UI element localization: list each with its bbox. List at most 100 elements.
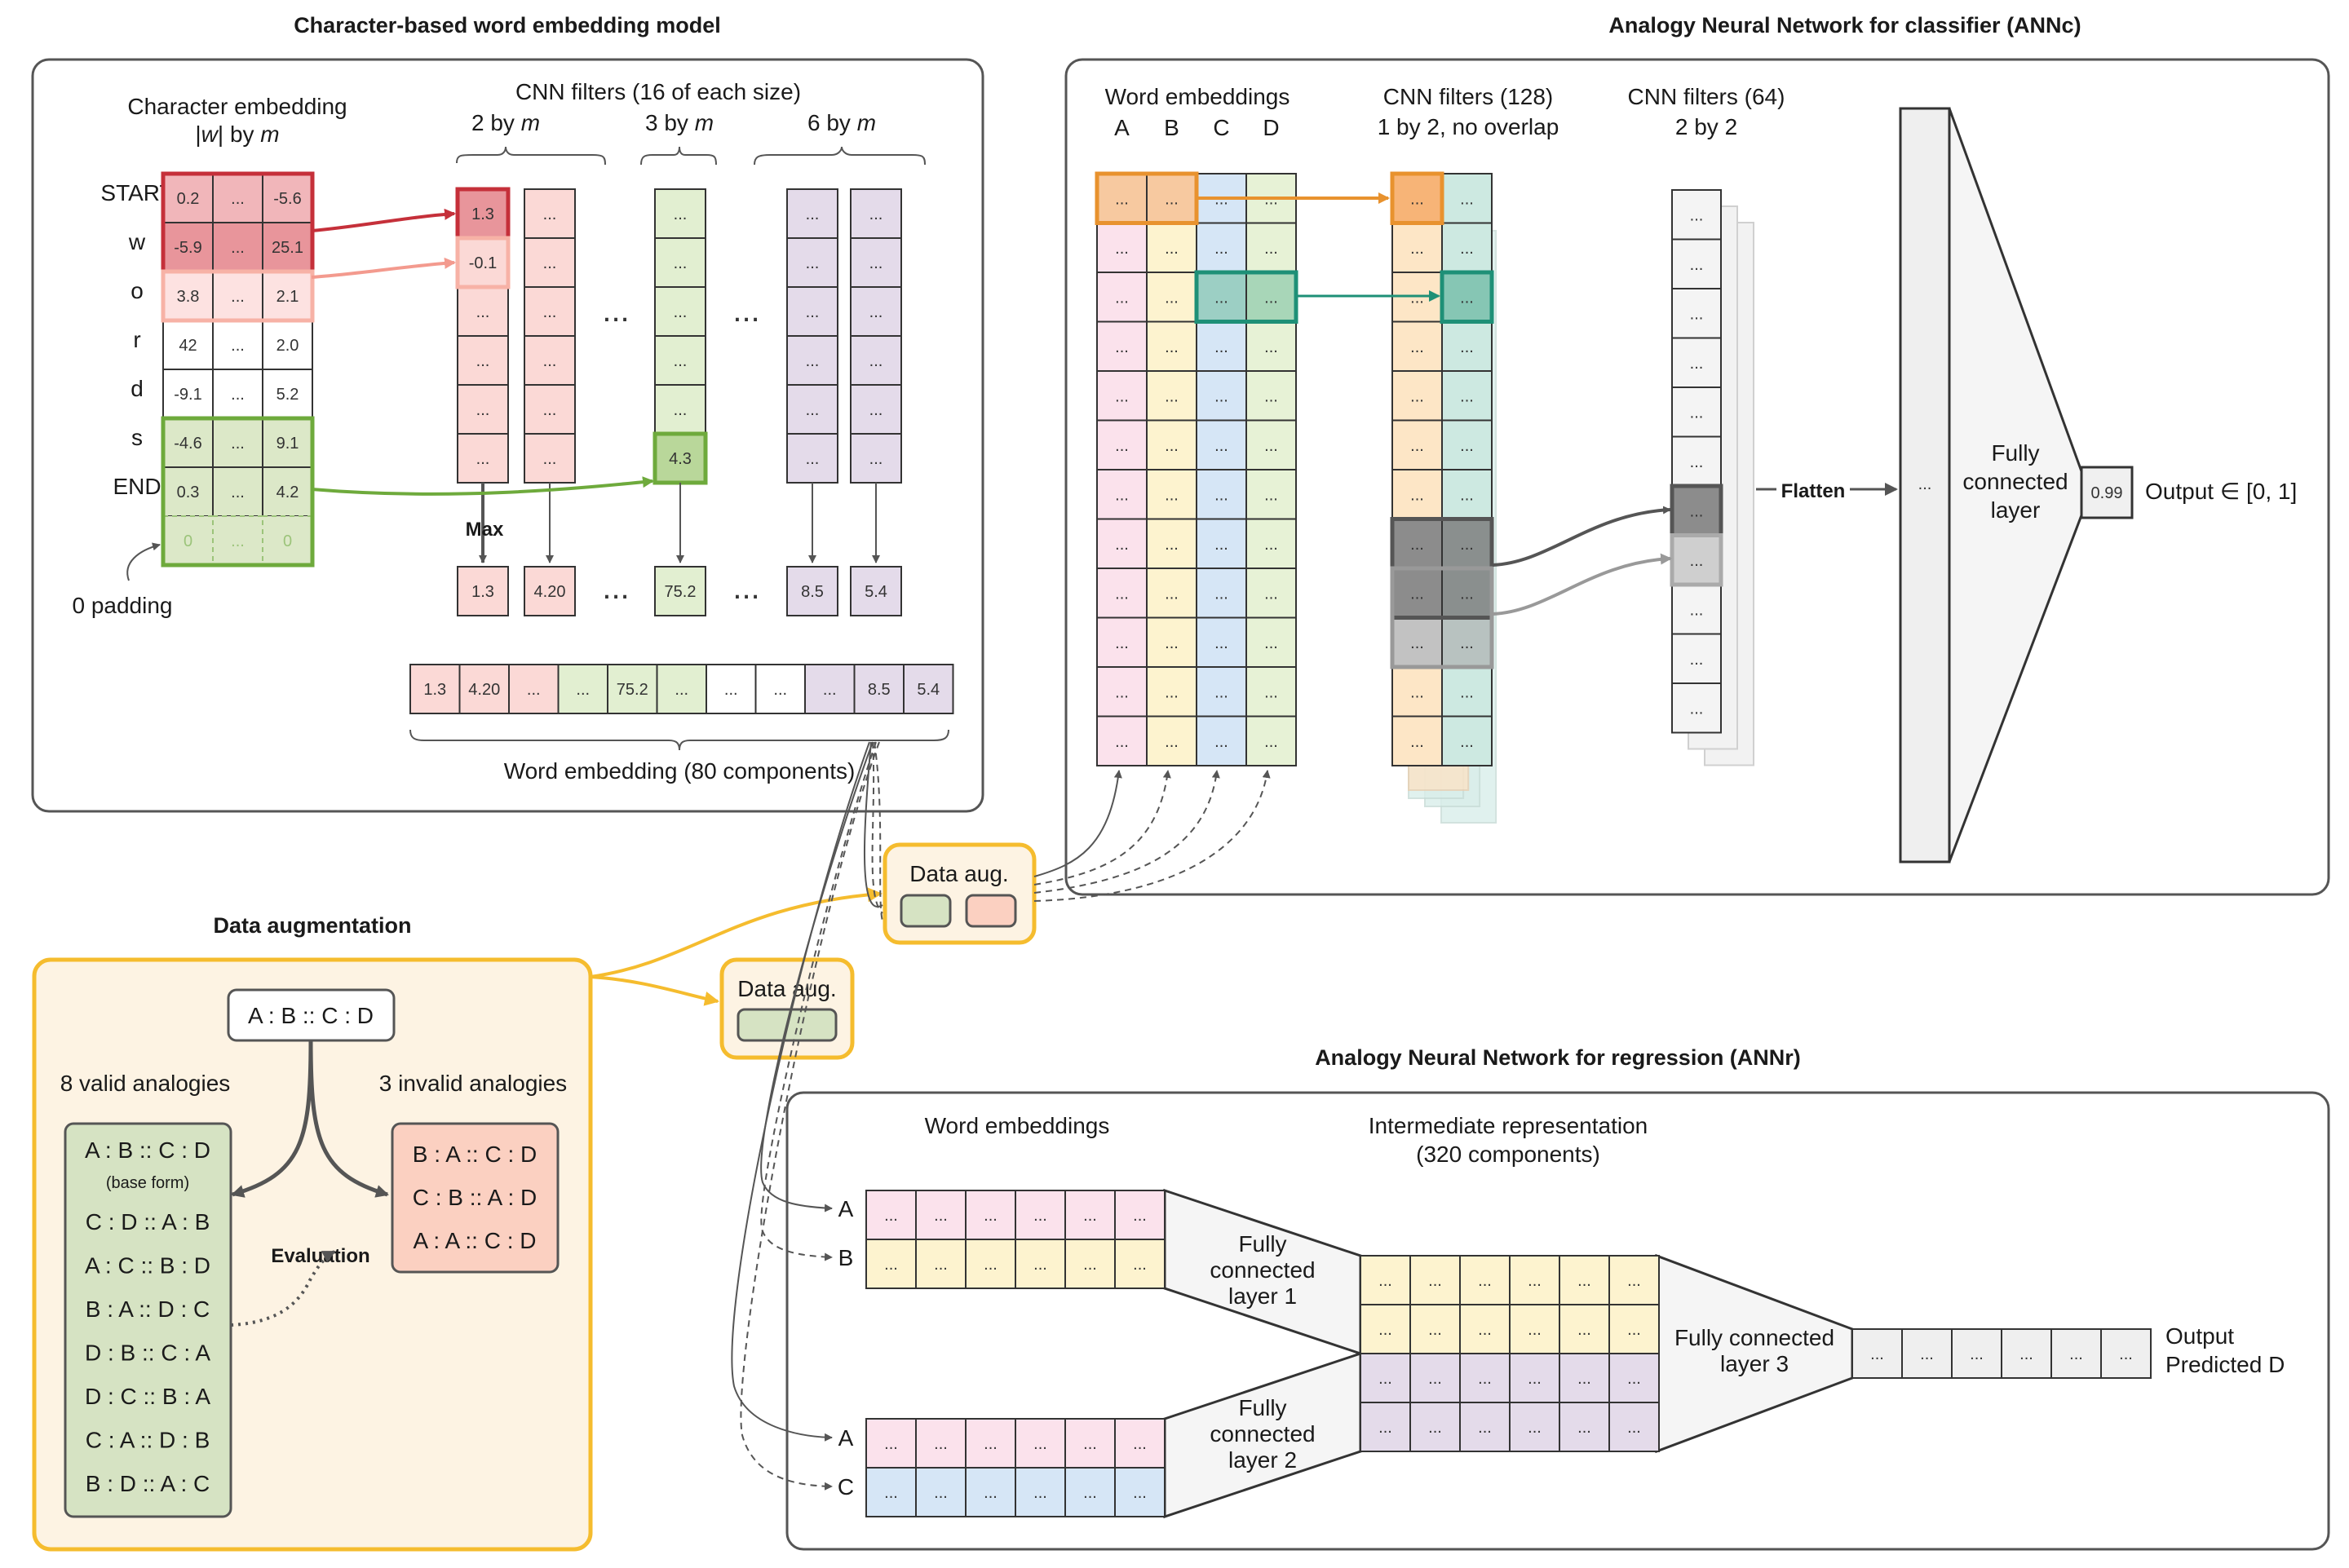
invalid-analogy: B : A :: C : D xyxy=(413,1142,537,1167)
annr-cell xyxy=(1608,1402,1660,1452)
flatten-vector xyxy=(1899,107,1951,864)
annr-cell-text: ... xyxy=(2019,1345,2033,1363)
data-aug-chip-green xyxy=(900,894,952,928)
filter-size-6: 6 by m xyxy=(807,110,876,135)
annc-cell-text: ... xyxy=(1165,190,1179,208)
filter-cell-text: 4.3 xyxy=(669,450,692,468)
filter-cell-text: ... xyxy=(543,205,557,223)
gold-arrow-to-annc xyxy=(590,887,883,978)
arrow-light-gray xyxy=(1492,553,1672,616)
annc-cell xyxy=(1245,419,1297,470)
annc-cnn1-cell-text: ... xyxy=(1410,683,1424,701)
annc-cell-text: ... xyxy=(1264,240,1278,258)
annr-cell-text: ... xyxy=(884,1256,898,1274)
pooled-cell xyxy=(654,566,706,616)
annr-cell-text: ... xyxy=(1033,1207,1047,1225)
annc-cnn1-cell-text: ... xyxy=(1460,437,1474,455)
filter-cell xyxy=(786,188,838,239)
annc-cell-text: ... xyxy=(1214,733,1228,751)
annr-cell xyxy=(2100,1328,2152,1379)
annr-cell xyxy=(915,1239,967,1289)
annr-row-label-a1: A xyxy=(838,1196,854,1221)
annr-cell-text: ... xyxy=(1528,1419,1542,1437)
annc-highlight-teal xyxy=(1194,270,1298,324)
annc-cnn2-cell xyxy=(1671,435,1722,487)
annr-cell-text: ... xyxy=(1478,1370,1492,1388)
annr-cell-text: ... xyxy=(1478,1321,1492,1339)
char-model-title: Character-based word embedding model xyxy=(294,13,721,38)
char-cell-text: 2.1 xyxy=(276,288,299,306)
row-label: d xyxy=(130,376,144,401)
annr-title: Analogy Neural Network for regression (A… xyxy=(1315,1045,1801,1070)
annc-cell-text: ... xyxy=(1264,683,1278,701)
char-cell-text: 0.3 xyxy=(177,484,200,501)
annc-cell-text: ... xyxy=(1264,486,1278,504)
annr-cell-text: ... xyxy=(1577,1419,1591,1437)
annc-cnn1-cell-text: ... xyxy=(1460,289,1474,307)
valid-analogies-box xyxy=(64,1122,232,1518)
annr-cell-text: ... xyxy=(1627,1272,1641,1290)
valid-analogy: D : C :: B : A xyxy=(85,1384,210,1409)
annr-cell xyxy=(2001,1328,2052,1379)
annc-cnn1-cell xyxy=(1441,419,1493,470)
pooled-cell xyxy=(524,566,576,616)
embedding-cell-text: 4.20 xyxy=(468,681,500,699)
annc-cnn-filters-128: ........................................… xyxy=(1390,171,1497,824)
annc-cell-text: ... xyxy=(1115,536,1129,554)
annr-cell-text: ... xyxy=(1577,1272,1591,1290)
annc-cnn1-cell-text: ... xyxy=(1460,683,1474,701)
annc-cell xyxy=(1196,222,1247,273)
annc-cell-text: ... xyxy=(1115,634,1129,652)
annc-cell-text: ... xyxy=(1115,585,1129,603)
annc-cnn1-cell-text: ... xyxy=(1410,289,1424,307)
char-cell-text: ... xyxy=(231,484,245,501)
annc-cell-text: ... xyxy=(1264,733,1278,751)
annc-cnn1-cell xyxy=(1441,518,1493,569)
char-cell-text: ... xyxy=(231,532,245,550)
brace-size-3 xyxy=(640,146,717,166)
char-cell xyxy=(262,515,313,566)
annc-cnn2-cell xyxy=(1671,189,1722,241)
filter-cell-text: ... xyxy=(543,303,557,321)
data-aug-box-annr-label: Data aug. xyxy=(737,976,836,1001)
embedding-cell-text: ... xyxy=(675,681,688,699)
annc-cell-text: ... xyxy=(1264,536,1278,554)
annr-cell-text: ... xyxy=(1528,1370,1542,1388)
annr-cell xyxy=(1114,1190,1166,1240)
max-label: Max xyxy=(466,519,504,541)
annr-cell xyxy=(865,1190,917,1240)
annc-cell xyxy=(1096,370,1148,422)
annc-cell-text: ... xyxy=(1214,486,1228,504)
annc-cell xyxy=(1245,616,1297,668)
annc-cell-text: ... xyxy=(1115,683,1129,701)
annc-cnn-filters-64: ................................. xyxy=(1670,189,1754,766)
pooled-cell xyxy=(457,566,509,616)
annr-cell xyxy=(1459,1255,1511,1305)
embedding-cell xyxy=(409,664,461,714)
char-cell xyxy=(262,320,313,370)
filter-cell-text: ... xyxy=(806,401,820,419)
char-cell xyxy=(212,466,263,517)
annc-cell xyxy=(1096,666,1148,718)
annc-cnn2-cell xyxy=(1671,337,1722,388)
char-cnn-filters: 1.3-0.1.................................… xyxy=(455,187,902,485)
annc-cnn1-cell-text: ... xyxy=(1460,240,1474,258)
filter-size-2: 2 by m xyxy=(471,110,540,135)
annr-cell-text: ... xyxy=(1428,1321,1442,1339)
annc-cnn1-cell-text: ... xyxy=(1460,634,1474,652)
highlight-o xyxy=(161,269,315,323)
annc-cell xyxy=(1096,518,1148,569)
char-embedding-grid: 0.2...-5.6-5.9...25.13.8...2.142...2.0-9… xyxy=(161,171,315,568)
pooled-cell-text: 4.20 xyxy=(534,583,566,601)
embedding-cell xyxy=(754,664,806,714)
annc-word-embeddings-label: Word embeddings xyxy=(1105,84,1290,109)
annr-cell xyxy=(1360,1402,1411,1452)
filter-cell-text: ... xyxy=(869,401,883,419)
annc-cell xyxy=(1146,616,1197,668)
filter-cell-text: ... xyxy=(476,450,490,468)
annr-panel xyxy=(785,1091,2330,1551)
filter-cell-text: ... xyxy=(476,352,490,370)
base-form-label: (base form) xyxy=(106,1174,189,1192)
annc-cell-text: ... xyxy=(1214,240,1228,258)
